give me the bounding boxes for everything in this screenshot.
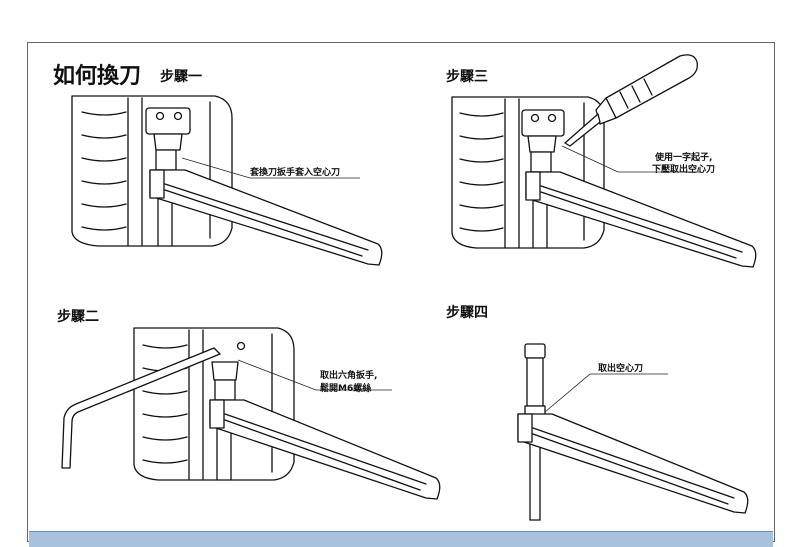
step3-spring-coils (459, 112, 504, 232)
step1-heading: 步驟一 (160, 68, 202, 85)
step3-heading: 步驟三 (446, 68, 488, 85)
step1-cutter-arm (149, 169, 383, 266)
step4-leader-line (544, 373, 668, 413)
step1-spindle (145, 107, 191, 247)
step3-leader-line (561, 145, 700, 173)
step1-spring-coils (81, 111, 127, 231)
step2-leader-line (237, 359, 392, 391)
step3-cutter-arm (525, 171, 757, 268)
step2-cutter-arm (209, 399, 441, 500)
step3-note-line2: 下壓取出空心刀 (652, 163, 715, 175)
page-title: 如何換刀 (53, 63, 141, 89)
step1-leader-line (181, 157, 360, 179)
step2-note-line1: 取出六角扳手, (320, 369, 377, 381)
step2-hex-key-icon (61, 347, 221, 469)
step4-cutter-arm (517, 413, 749, 514)
step2-note-line2: 鬆開M6螺絲 (320, 382, 371, 394)
step1-note: 套換刀扳手套入空心刀 (250, 166, 340, 178)
step4-heading: 步驟四 (446, 304, 488, 321)
step3-note-line1: 使用一字起子, (654, 151, 712, 163)
step2-heading: 步驟二 (57, 308, 99, 325)
step4-note: 取出空心刀 (598, 362, 643, 374)
bottom-band (29, 531, 773, 547)
step3-screwdriver-icon (564, 54, 698, 147)
